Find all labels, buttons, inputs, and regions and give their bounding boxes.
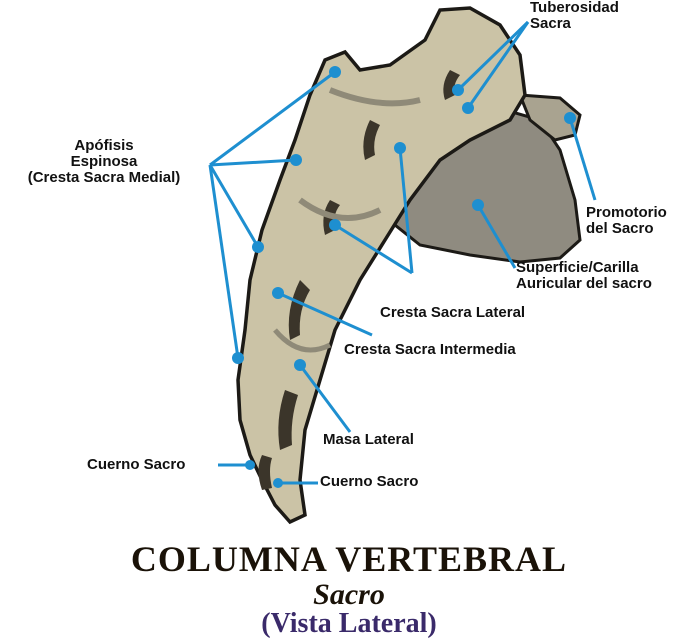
leader-apofisis-4: [208, 164, 240, 359]
page-title: COLUMNA VERTEBRAL: [130, 539, 568, 579]
leader-promotorio: [568, 117, 597, 201]
leader-apofisis-2: [209, 158, 297, 167]
label-apofisis-espinosa: Apófisis Espinosa (Cresta Sacra Medial): [27, 137, 181, 186]
leader-superficie: [476, 204, 517, 269]
sacrum-bone-shape: [236, 6, 527, 525]
page-subtitle: Sacro: [313, 578, 385, 611]
bone-ridge-2: [298, 197, 382, 221]
leader-cresta-lateral-2: [334, 223, 413, 275]
label-superficie-auricular: Superficie/Carilla Auricular del sacro: [516, 259, 652, 292]
leader-tuberosidad-2: [466, 21, 530, 109]
leader-lines: [208, 20, 597, 485]
leader-masa-lateral: [298, 364, 352, 433]
bone-shadow-6: [258, 455, 272, 490]
leader-cresta-lateral-1: [398, 147, 414, 274]
leader-apofisis-1: [209, 70, 336, 167]
label-cresta-lateral: Cresta Sacra Lateral: [380, 304, 526, 321]
label-cuerno-sacro-right: Cuerno Sacro: [320, 473, 419, 490]
label-promotorio: Promotorio del Sacro: [586, 204, 667, 237]
label-masa-lateral: Masa Lateral: [323, 431, 414, 448]
bone-ridge-1: [328, 87, 421, 107]
label-tuberosidad-sacra: Tuberosidad Sacra: [530, 0, 619, 32]
label-cuerno-sacro-left: Cuerno Sacro: [87, 456, 186, 473]
leader-tuberosidad-1: [456, 20, 530, 92]
bone-shadow-5: [443, 70, 460, 100]
bone-shadow-4: [363, 120, 380, 160]
label-cresta-intermedia: Cresta Sacra Intermedia: [344, 341, 516, 358]
leader-dots: [232, 66, 576, 488]
view-subtitle: (Vista Lateral): [261, 608, 437, 639]
leader-cresta-intermedia: [277, 291, 373, 337]
leader-apofisis-3: [208, 164, 260, 248]
bone-shadow-1: [288, 280, 310, 340]
bone-shadow-2: [278, 390, 298, 450]
bone-ridge-3: [273, 328, 332, 353]
